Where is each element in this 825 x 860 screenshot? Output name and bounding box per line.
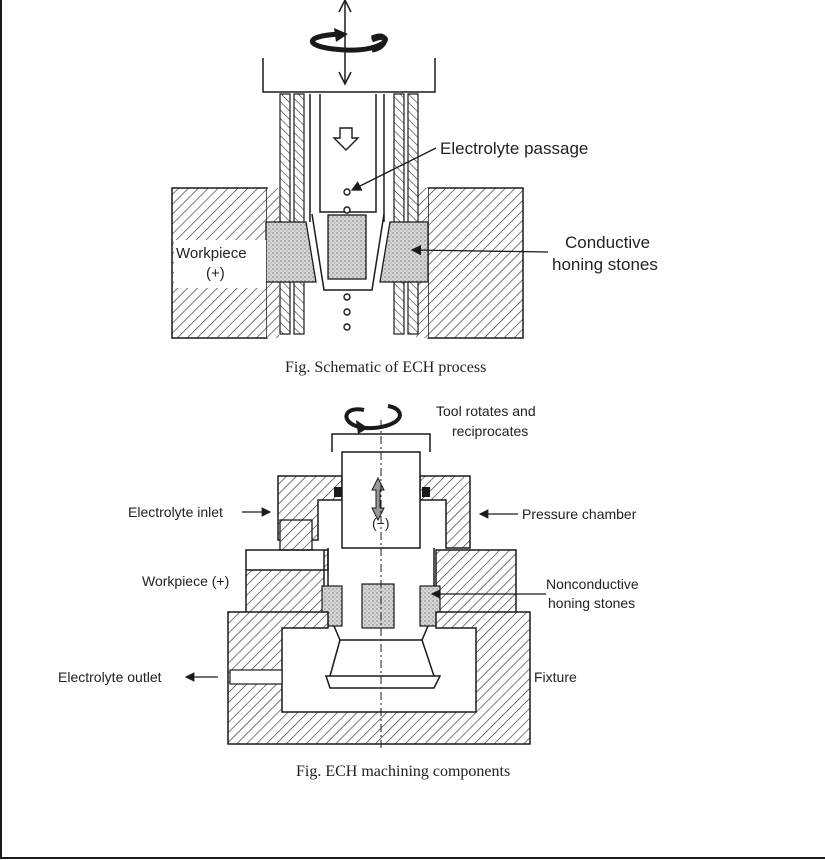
tool-body-left-wall <box>279 93 311 335</box>
frame-border-left <box>0 0 2 858</box>
mandrel-tip <box>324 675 442 689</box>
label-honing-stones: honing stones <box>552 255 658 274</box>
label-minus: (−) <box>372 515 390 531</box>
rotation-arrow-icon <box>310 0 388 86</box>
electrolyte-passage-leader <box>350 147 437 191</box>
honing-stone-left <box>265 221 317 283</box>
label-electrolyte-outlet: Electrolyte outlet <box>58 669 162 685</box>
honing-stone-right <box>379 221 429 283</box>
tool-body-right-wall <box>383 93 419 335</box>
label-workpiece-sign: (+) <box>206 265 225 282</box>
workpiece-right <box>435 549 517 619</box>
frame-border-bottom <box>0 857 825 859</box>
label-electrolyte-passage: Electrolyte passage <box>440 139 588 158</box>
flow-arrow-icon <box>332 127 360 151</box>
workpiece-right <box>427 187 524 339</box>
label-workpiece: Workpiece <box>176 245 247 262</box>
seal-left <box>334 487 342 497</box>
pressure-chamber-right <box>419 475 471 549</box>
spindle-head <box>262 58 436 93</box>
honing-stone-center <box>327 214 367 280</box>
seal-right <box>422 487 430 497</box>
label-fixture: Fixture <box>534 669 577 685</box>
figure-1-ech-schematic: Electrolyte passage Workpiece (+) Conduc… <box>171 0 658 376</box>
label-nonconductive: Nonconductive <box>546 576 639 592</box>
honing-stone-center <box>361 583 395 629</box>
electrolyte-bubbles <box>343 188 351 331</box>
label-pressure-chamber: Pressure chamber <box>522 506 637 522</box>
outlet-port <box>229 669 283 685</box>
fixture <box>227 611 531 745</box>
label-tool-rotates: Tool rotates and <box>436 403 536 419</box>
caption-figure-1: Fig. Schematic of ECH process <box>285 359 486 376</box>
label-honing-stones: honing stones <box>548 595 635 611</box>
inlet-block <box>279 519 313 551</box>
label-electrolyte-inlet: Electrolyte inlet <box>128 504 223 520</box>
rotation-arrow-icon <box>344 404 402 434</box>
conductive-stones-leader <box>410 244 549 256</box>
label-workpiece: Workpiece (+) <box>142 573 229 589</box>
workpiece-left <box>245 549 329 619</box>
tool-head <box>331 433 431 452</box>
label-reciprocates: reciprocates <box>452 423 528 439</box>
caption-figure-2: Fig. ECH machining components <box>296 763 510 780</box>
figure-2-ech-components: Tool rotates and reciprocates Electrolyt… <box>58 403 639 780</box>
label-conductive: Conductive <box>565 233 650 252</box>
mandrel-cone <box>311 213 385 291</box>
